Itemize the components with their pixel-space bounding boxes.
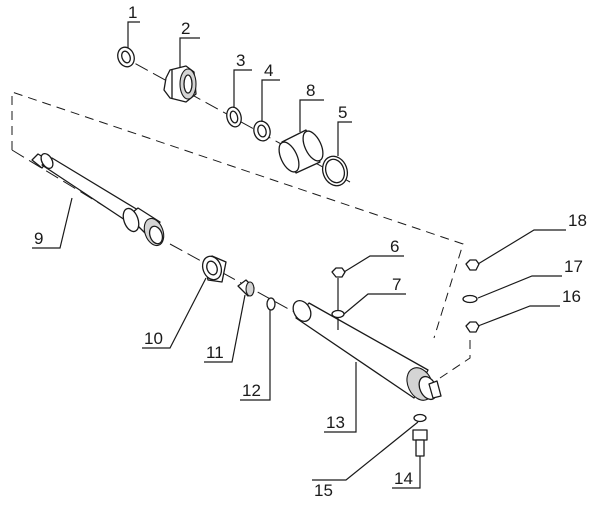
callout-5: 5 bbox=[338, 103, 347, 122]
leader-2 bbox=[179, 37, 200, 68]
callout-17: 17 bbox=[564, 257, 583, 276]
part-16-nut bbox=[465, 321, 480, 333]
leader-15 bbox=[312, 421, 419, 481]
leader-11 bbox=[204, 294, 246, 363]
part-7-washer bbox=[331, 309, 345, 319]
callout-9: 9 bbox=[34, 229, 43, 248]
part-2-bushing bbox=[163, 65, 197, 103]
callout-8: 8 bbox=[306, 81, 315, 100]
leader-12 bbox=[240, 310, 271, 401]
callout-4: 4 bbox=[264, 61, 273, 80]
part-12-small-ring bbox=[266, 297, 276, 311]
frame-outline bbox=[11, 91, 464, 339]
callout-1: 1 bbox=[128, 3, 137, 22]
part-6-nut bbox=[331, 267, 346, 330]
part-5-o-ring bbox=[321, 155, 349, 187]
part-17-washer bbox=[462, 294, 478, 304]
part-15-washer bbox=[413, 413, 427, 423]
part-10-bearing bbox=[201, 255, 227, 283]
callout-leaders bbox=[32, 21, 566, 489]
callout-16: 16 bbox=[562, 287, 581, 306]
callout-2: 2 bbox=[181, 19, 190, 38]
part-13-cylinder-barrel bbox=[292, 300, 442, 401]
part-14-bolt bbox=[412, 429, 428, 457]
callout-12: 12 bbox=[242, 381, 261, 400]
part-9-piston-rod bbox=[31, 152, 165, 247]
part-1-seal-ring bbox=[117, 46, 135, 68]
part-11-small-bushing bbox=[237, 279, 255, 297]
callout-18: 18 bbox=[568, 211, 587, 230]
leader-16 bbox=[477, 305, 560, 327]
leader-13 bbox=[324, 362, 357, 433]
part-4-washer bbox=[253, 120, 271, 142]
leader-14 bbox=[392, 456, 421, 489]
leader-10 bbox=[142, 277, 207, 349]
part-18-nut bbox=[465, 259, 480, 271]
callout-labels: 1 2 3 4 8 5 9 10 11 12 13 6 7 15 14 18 1… bbox=[34, 3, 587, 500]
leader-7 bbox=[343, 293, 406, 315]
leader-1 bbox=[127, 21, 140, 48]
part-8-sleeve bbox=[278, 129, 324, 174]
callout-14: 14 bbox=[394, 469, 413, 488]
leader-18 bbox=[477, 229, 566, 265]
callout-7: 7 bbox=[392, 275, 401, 294]
leader-9 bbox=[32, 197, 73, 249]
callout-13: 13 bbox=[326, 413, 345, 432]
callout-3: 3 bbox=[236, 51, 245, 70]
assembly-guide-lines bbox=[11, 53, 471, 393]
callout-6: 6 bbox=[390, 237, 399, 256]
leader-8 bbox=[299, 99, 324, 132]
callout-11: 11 bbox=[206, 343, 224, 362]
callout-10: 10 bbox=[144, 329, 163, 348]
part-3-washer bbox=[226, 106, 242, 128]
right-connector-line bbox=[439, 336, 471, 379]
leader-4 bbox=[261, 79, 280, 122]
leader-6 bbox=[343, 255, 404, 273]
leader-17 bbox=[477, 275, 562, 299]
leader-5 bbox=[337, 121, 352, 156]
leader-3 bbox=[233, 69, 252, 108]
callout-15: 15 bbox=[314, 481, 333, 500]
